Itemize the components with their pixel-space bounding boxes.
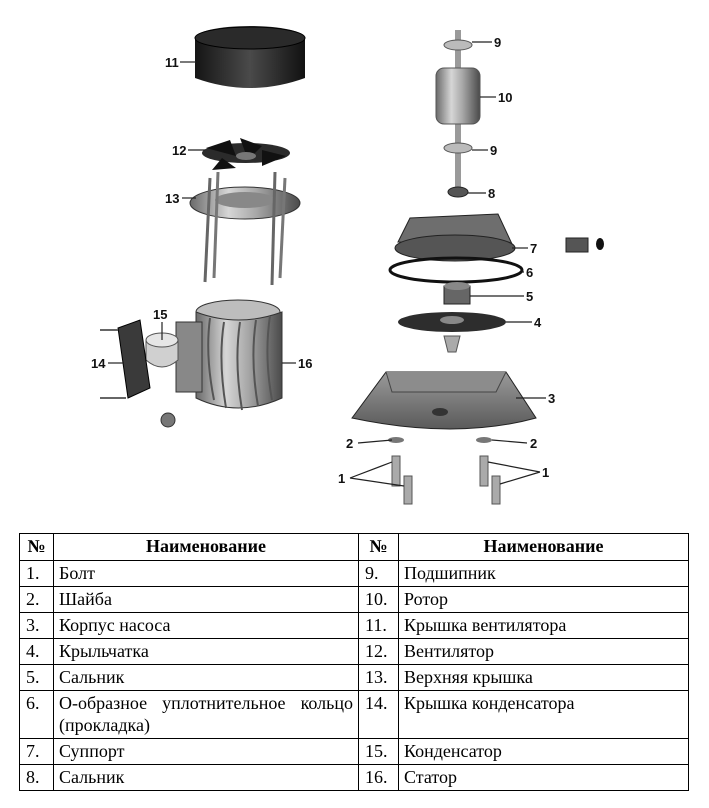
leader-lines [108,41,546,487]
part-number: 9. [358,560,399,587]
part-number: 3. [19,612,54,639]
part-number: 15. [358,738,399,765]
table-row: 7. Суппорт 15. Конденсатор [19,738,689,765]
part-name: Суппорт [53,738,359,765]
callout-2-right: 2 [530,436,537,451]
top-cover-part [189,171,301,286]
callout-7: 7 [530,241,537,256]
callout-14: 14 [91,356,106,371]
callout-10: 10 [498,90,512,105]
part-name: Крыльчатка [53,638,359,665]
callout-4: 4 [534,315,542,330]
part-name: Конденсатор [398,738,689,765]
part-number: 1. [19,560,54,587]
part-name: Сальник [53,664,359,691]
header-num-right: № [358,533,399,561]
table-row: 3. Корпус насоса 11. Крышка вентилятора [19,612,689,639]
table-row: 1. Болт 9. Подшипник [19,560,689,587]
header-num-left: № [19,533,54,561]
exploded-pump-diagram: 11 12 13 15 14 16 9 10 9 8 7 6 5 4 3 2 2… [91,26,604,505]
support-part [394,213,604,262]
callout-1-right: 1 [542,465,549,480]
part-number: 6. [19,690,54,739]
fan-cover-part [194,26,306,88]
impeller-part [398,312,506,353]
part-number: 5. [19,664,54,691]
callout-12: 12 [172,143,186,158]
part-name: Статор [398,764,689,791]
callout-5: 5 [526,289,533,304]
o-ring-part [388,256,524,284]
part-name: Крышка вентилятора [398,612,689,639]
part-name: Ротор [398,586,689,613]
part-number: 8. [19,764,54,791]
callout-1-left: 1 [338,471,345,486]
table-row: 2. Шайба 10. Ротор [19,586,689,613]
table-row: 5. Сальник 13. Верхняя крышка [19,664,689,691]
callout-9-top: 9 [494,35,501,50]
fan-part [202,138,290,170]
part-name: Корпус насоса [53,612,359,639]
part-number: 4. [19,638,54,665]
callout-16: 16 [298,356,312,371]
part-number: 2. [19,586,54,613]
part-number: 7. [19,738,54,765]
header-name-left: Наименование [53,533,359,561]
capacitor-cover-part [100,319,176,428]
callout-11: 11 [165,55,179,70]
part-name: Верхняя крышка [398,664,689,691]
part-number: 16. [358,764,399,791]
part-number: 14. [358,690,399,739]
part-name: Шайба [53,586,359,613]
callout-13: 13 [165,191,179,206]
seal-part [443,282,471,305]
table-row: 4. Крыльчатка 12. Вентилятор [19,638,689,665]
table-row: 6. О-образное уплотнительное кольцо (про… [19,690,689,739]
part-name: Подшипник [398,560,689,587]
header-name-right: Наименование [398,533,689,561]
table-header-row: № Наименование № Наименование [19,533,689,561]
bolts-part [388,437,501,505]
part-number: 11. [358,612,399,639]
callout-2-left: 2 [346,436,353,451]
callout-6: 6 [526,265,533,280]
callout-9-bottom: 9 [490,143,497,158]
callout-8: 8 [488,186,495,201]
part-number: 13. [358,664,399,691]
rotor-part [435,30,481,198]
callout-3: 3 [548,391,555,406]
table-row: 8. Сальник 16. Статор [19,764,689,791]
pump-body-part [351,371,537,430]
part-name: Крышка конденсатора [398,690,689,739]
callout-15: 15 [153,307,167,322]
part-number: 10. [358,586,399,613]
part-name: Вентилятор [398,638,689,665]
part-number: 12. [358,638,399,665]
part-name: О-образное уплотнительное кольцо (прокла… [53,690,359,739]
part-name: Болт [53,560,359,587]
part-name: Сальник [53,764,359,791]
stator-part [175,299,283,411]
parts-table: № Наименование № Наименование 1. Болт 9.… [19,533,689,791]
